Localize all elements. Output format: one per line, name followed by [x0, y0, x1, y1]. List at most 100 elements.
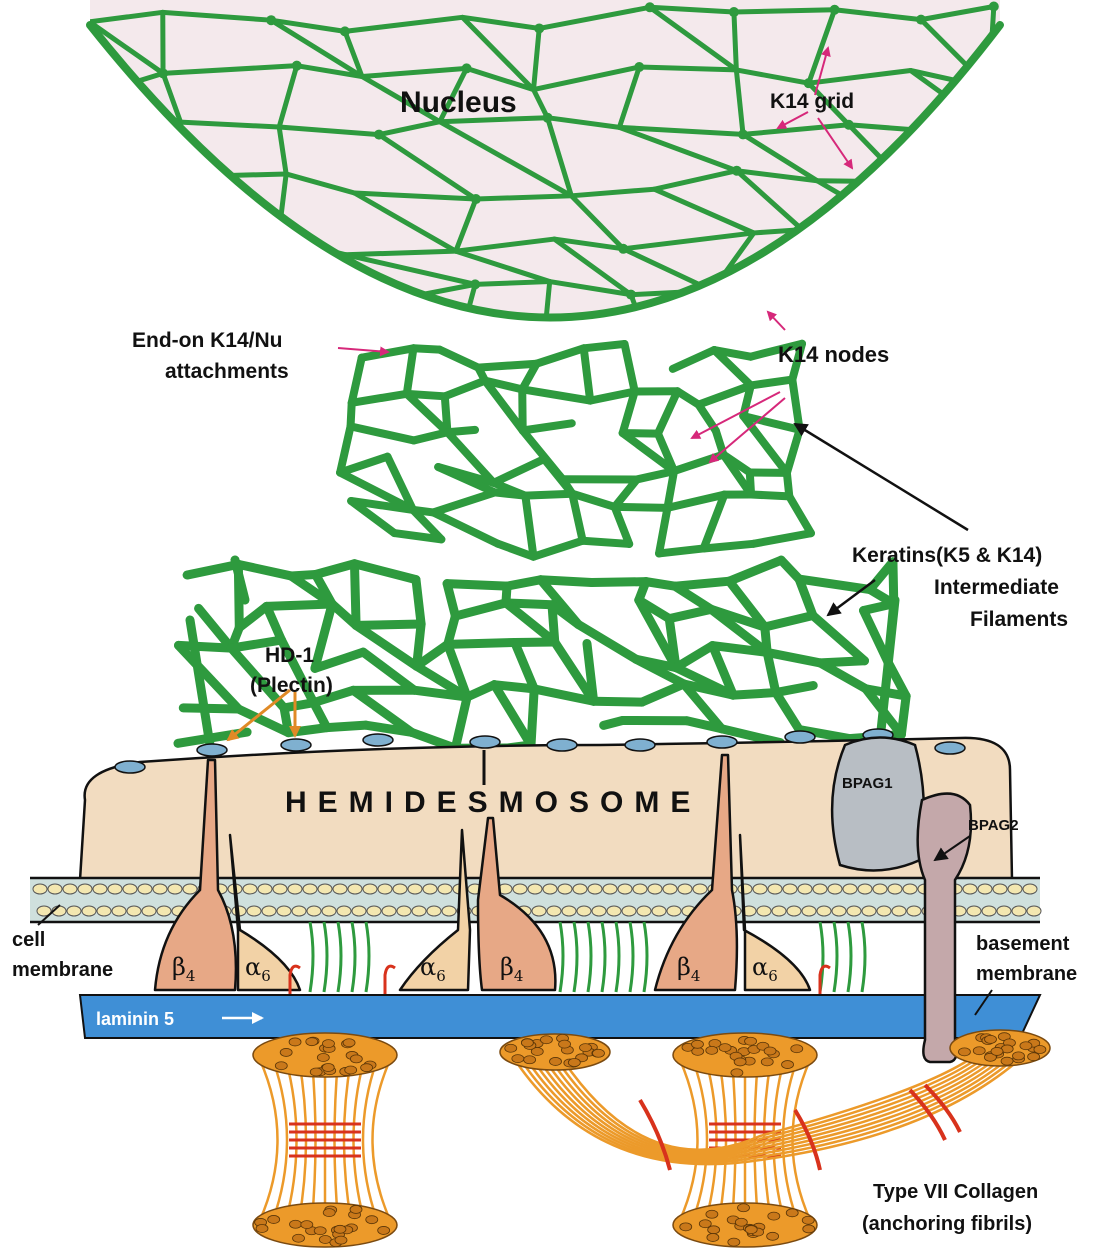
keratin-filament — [572, 494, 582, 541]
label-laminin5: laminin 5 — [96, 1009, 174, 1029]
collagen-plaque — [950, 1030, 1050, 1066]
collagen-plaque — [253, 1033, 397, 1077]
lipid-head — [543, 884, 557, 894]
lipid-head — [547, 906, 561, 916]
lipid-head — [1027, 906, 1041, 916]
k14-node — [471, 194, 481, 204]
lipid-head — [303, 884, 317, 894]
k14-filament — [253, 281, 368, 305]
keratin-filament — [494, 459, 545, 483]
nucleus — [76, 0, 1019, 363]
lipid-head — [592, 906, 606, 916]
keratin-filament — [813, 615, 865, 660]
lipid-head — [967, 906, 981, 916]
anchoring-filament — [338, 922, 341, 992]
plectin-oval — [935, 742, 965, 754]
keratin-filament — [584, 344, 625, 348]
k14-filament — [734, 10, 835, 12]
lipid-head — [243, 884, 257, 894]
laminin5-band — [80, 995, 1040, 1038]
lipid-head — [33, 884, 47, 894]
anchoring-filament — [366, 922, 369, 992]
lipid-head — [168, 884, 182, 894]
lipid-head — [412, 906, 426, 916]
lipid-head — [438, 884, 452, 894]
anchoring-filament — [324, 922, 327, 992]
keratin-filament — [183, 708, 238, 709]
lipid-head — [112, 906, 126, 916]
plectin-oval — [547, 739, 577, 751]
lipid-head — [843, 884, 857, 894]
lipid-head — [322, 906, 336, 916]
keratin-filament — [356, 625, 417, 666]
lipid-head — [142, 906, 156, 916]
k14-filament — [77, 122, 181, 141]
lipid-head — [93, 884, 107, 894]
anchoring-filament — [602, 922, 605, 992]
keratin-filament — [642, 684, 684, 702]
plectin-oval — [707, 736, 737, 748]
label-basement-2: membrane — [976, 963, 1077, 985]
label-keratins-2: Intermediate — [934, 576, 1059, 599]
k14-filament — [77, 89, 112, 141]
k14-filament — [897, 337, 994, 344]
k14-node — [738, 129, 748, 139]
collagen-plaque — [673, 1033, 817, 1077]
k14-filament — [639, 67, 736, 70]
k14-node — [732, 166, 742, 176]
k14-node — [626, 290, 636, 300]
k14-node — [158, 68, 168, 78]
keratin-filament — [327, 725, 366, 727]
k14-filament — [88, 177, 171, 183]
lipid-head — [693, 884, 707, 894]
anchoring-filament — [630, 922, 633, 992]
lipid-head — [903, 884, 917, 894]
k14-filament — [734, 12, 736, 70]
keratin-filament — [751, 494, 789, 496]
label-end-on-1: End-on K14/Nu — [132, 329, 283, 352]
lipid-head — [78, 884, 92, 894]
anchoring-filament — [352, 922, 355, 992]
lipid-head — [352, 906, 366, 916]
lipid-head — [378, 884, 392, 894]
collagen-fibril — [693, 1060, 707, 1220]
k14-filament — [813, 289, 898, 337]
keratin-filament — [416, 580, 421, 624]
keratin-filament — [637, 471, 674, 479]
label-end-on-2: attachments — [165, 360, 289, 383]
k14-node — [543, 113, 553, 123]
keratin-filament — [704, 544, 754, 549]
keratin-filament — [495, 492, 526, 495]
k14-filament — [933, 284, 995, 344]
lipid-head — [847, 906, 861, 916]
lipid-head — [397, 906, 411, 916]
keratin-filament — [448, 642, 515, 644]
laminin-bar — [80, 995, 1040, 1038]
keratin-filament — [354, 564, 415, 580]
keratin-filament — [356, 624, 421, 625]
lipid-head — [108, 884, 122, 894]
lipid-head — [337, 906, 351, 916]
lipid-head — [862, 906, 876, 916]
k14-filament — [915, 130, 1019, 192]
keratin-filament — [901, 696, 906, 735]
keratin-filament — [284, 703, 314, 708]
label-nucleus: Nucleus — [400, 86, 517, 119]
lipid-head — [772, 906, 786, 916]
k14-filament — [993, 280, 994, 344]
lipid-head — [442, 906, 456, 916]
lipid-head — [67, 906, 81, 916]
k14-filament — [345, 251, 455, 255]
k14-filament — [78, 183, 87, 254]
lipid-head — [382, 906, 396, 916]
lipid-head — [813, 884, 827, 894]
keratin-filament — [537, 348, 584, 363]
k14-node — [844, 120, 854, 130]
keratin-filament — [584, 348, 590, 400]
lipid-head — [663, 884, 677, 894]
lipid-head — [562, 906, 576, 916]
k14-node — [266, 15, 276, 25]
keratin-filament — [675, 586, 711, 609]
keratin-filament — [533, 541, 582, 557]
anchoring-filament — [848, 922, 851, 992]
